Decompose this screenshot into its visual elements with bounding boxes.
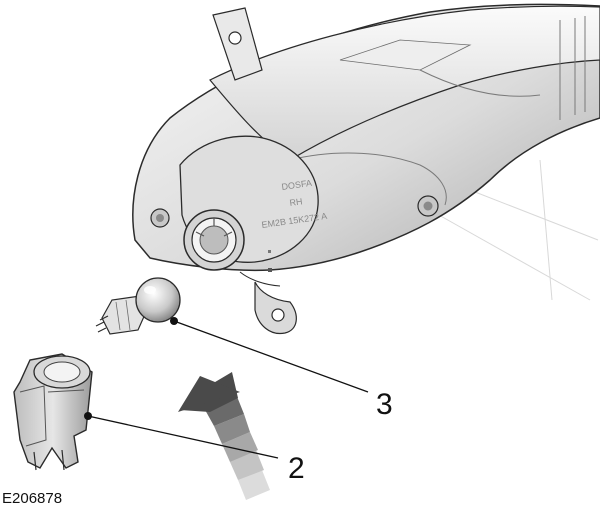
lamp-housing: DOSFA RH EM2B 15K272 A: [132, 3, 600, 335]
callout-dot-2: [84, 412, 92, 420]
install-direction-arrow-icon: [178, 372, 270, 500]
callout-2: 2: [84, 412, 305, 485]
moulding-text-side: RH: [289, 196, 303, 208]
callout-leader-3: [173, 320, 369, 393]
bulb: [95, 277, 181, 335]
figure-id-label: E206878: [2, 490, 62, 507]
callout-leader-2: [87, 415, 279, 459]
callout-3: 3: [170, 317, 393, 421]
screw-icon-left: [150, 208, 170, 228]
bulb-socket-opening: [183, 209, 245, 271]
callout-dot-3: [170, 317, 178, 325]
callout-number-2: 2: [288, 452, 305, 485]
callout-number-3: 3: [376, 388, 393, 421]
moulding-text-code: DOSFA: [281, 178, 313, 192]
screw-icon-right: [417, 195, 439, 217]
bulb-holder: [13, 353, 93, 471]
